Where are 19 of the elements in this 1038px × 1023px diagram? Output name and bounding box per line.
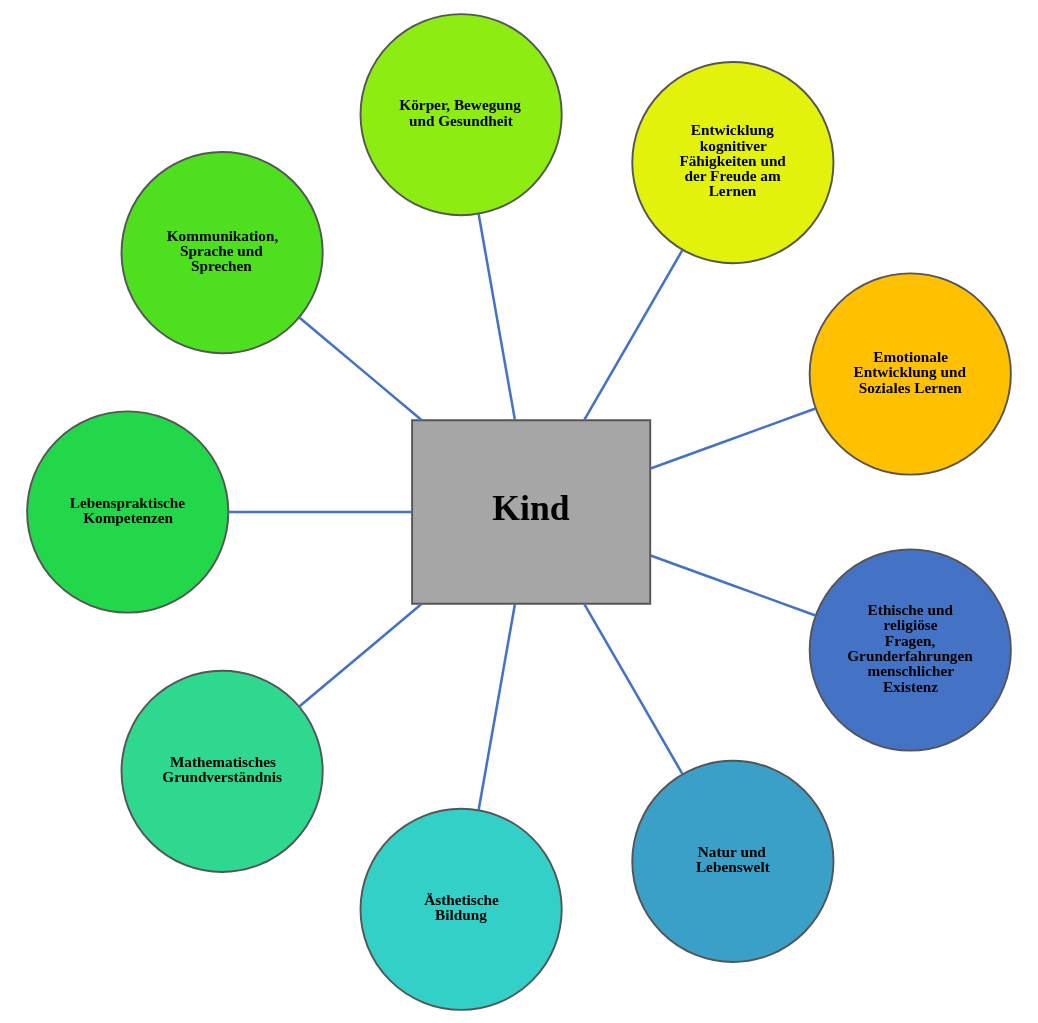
connector [298,316,423,421]
node-circle: Mathematisches Grundverständnis [120,669,324,873]
connector [298,602,423,708]
connector [650,406,816,470]
node-circle: Lebenspraktische Kompetenzen [26,409,230,614]
connector [477,213,517,420]
node-circle: Natur und Lebenswelt [631,759,835,963]
node-circle: Emotionale Entwicklung und Soziales Lernen [808,271,1012,476]
node-circle: Kommunikation, Sprache und Sprechen [120,150,324,354]
node-circle: Ethische und religiöse Fragen, Grunderfahrungen menschlicher Existenz [808,547,1012,752]
node-box: Kind [411,418,652,605]
connector [650,553,816,617]
node-circle: Ästhetische Bildung [359,807,563,1011]
connector [477,603,517,810]
connector [583,602,684,774]
node-circle: Entwicklung kognitiver Fähigkeiten und der Freude am Lernen [631,60,835,264]
connector [228,510,412,513]
connector [583,249,684,421]
node-circle: Körper, Bewegung und Gesundheit [359,12,563,216]
